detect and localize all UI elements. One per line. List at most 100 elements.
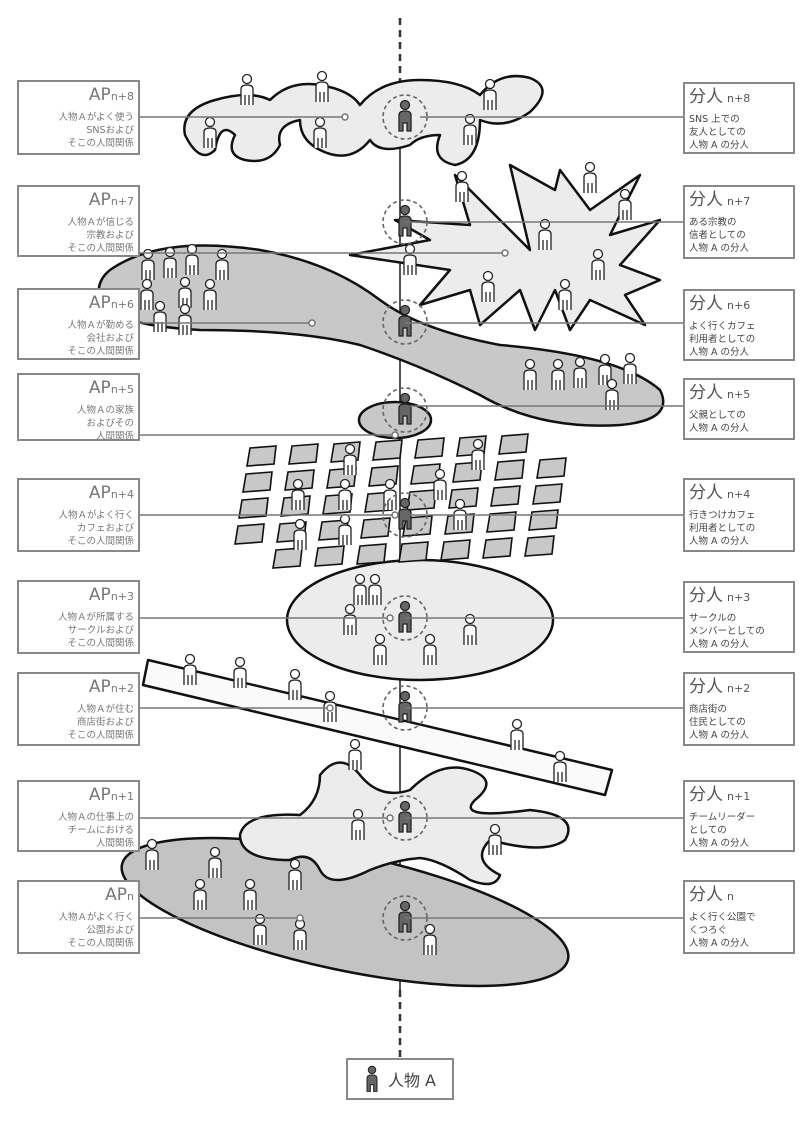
person-icon	[551, 358, 565, 391]
person-icon	[183, 653, 197, 686]
ap-title-sub: n+3	[110, 590, 134, 603]
person-icon	[163, 246, 177, 279]
ap-title-main: AP	[88, 378, 111, 398]
cafe-tile	[242, 471, 273, 493]
person-icon	[291, 478, 305, 511]
ap-title-main: AP	[88, 483, 111, 503]
person-icon	[313, 116, 327, 149]
bunjin-title-main: 分人	[689, 483, 723, 503]
bunjin-title-sub: n+8	[727, 92, 751, 105]
person-icon	[153, 300, 167, 333]
person-icon	[488, 823, 502, 856]
person-icon	[423, 633, 437, 666]
bunjin-description: 商店街の 住民としての 人物 A の分人	[689, 704, 750, 741]
person-icon	[368, 573, 382, 606]
person-a-icon	[398, 690, 412, 723]
cafe-tile	[494, 459, 525, 481]
person-icon	[471, 438, 485, 471]
ap-title: APn	[21, 884, 134, 908]
person-icon	[591, 248, 605, 281]
ap-title-sub: n+4	[110, 488, 134, 501]
ap-title-main: AP	[88, 785, 111, 805]
ap-title-sub: n+5	[110, 383, 134, 396]
person-icon	[208, 846, 222, 879]
layer-sns-shape	[183, 74, 544, 167]
cafe-tile	[356, 543, 387, 565]
bunjin-title-main: 分人	[689, 586, 723, 606]
person-icon	[348, 738, 362, 771]
person-icon	[433, 468, 447, 501]
person-icon	[185, 243, 199, 276]
cafe-tile	[372, 439, 403, 461]
person-a-root-box: 人物 A	[346, 1058, 454, 1100]
person-icon	[240, 73, 254, 106]
person-icon	[553, 750, 567, 783]
person-a-icon	[398, 204, 412, 237]
ap-title: APn+8	[21, 84, 134, 108]
ap-description: 人物Ａが勤める 会社および そこの人間関係	[67, 320, 134, 357]
person-icon	[338, 478, 352, 511]
bunjin-title-sub: n+6	[727, 299, 751, 312]
bunjin-description: チームリーダー としての 人物 A の分人	[689, 812, 756, 849]
bunjin-title-main: 分人	[689, 677, 723, 697]
ap-title: APn+3	[21, 584, 134, 608]
cafe-tile	[360, 517, 391, 539]
bunjin-description: ある宗教の 信者としての 人物 A の分人	[689, 217, 750, 254]
ap-title-main: AP	[88, 85, 111, 105]
connector-dot	[386, 814, 394, 822]
cafe-tile	[498, 433, 529, 455]
connector-dot	[308, 319, 316, 327]
bunjin-description: よく行く公園で くつろぐ 人物 A の分人	[689, 912, 756, 949]
ap-title-main: AP	[88, 585, 111, 605]
ap-title-sub: n+6	[110, 298, 134, 311]
layer-circle-shape	[285, 558, 555, 682]
connector-dot	[391, 431, 399, 439]
ap-title-sub: n+2	[110, 682, 134, 695]
person-icon	[403, 243, 417, 276]
person-icon	[233, 656, 247, 689]
ap-title-sub: n+8	[110, 90, 134, 103]
person-icon	[315, 70, 329, 103]
cafe-tile	[536, 457, 567, 479]
connector-dot	[391, 511, 399, 519]
connector-dot	[386, 614, 394, 622]
person-icon	[288, 668, 302, 701]
person-a-label: 人物 A	[387, 1071, 437, 1090]
connector-lines	[140, 113, 683, 922]
bunjin-title-sub: n+2	[727, 682, 751, 695]
person-icon	[140, 278, 154, 311]
person-icon	[293, 518, 307, 551]
ap-title: APn+5	[21, 377, 134, 401]
ap-box-family: APn+5 人物Ａの家族 およびその 人間関係	[17, 373, 140, 442]
layer-street-shape	[141, 658, 614, 797]
bunjin-title-sub: n+3	[727, 591, 751, 604]
person-icon	[338, 513, 352, 546]
cafe-tile	[532, 483, 563, 505]
bunjin-description: よく行くカフェ 利用者としての 人物 A の分人	[689, 321, 756, 358]
ap-description: 人物Ａの家族 およびその 人間関係	[76, 405, 134, 442]
bunjin-title: 分人 n+2	[689, 676, 789, 700]
person-icon	[538, 218, 552, 251]
bunjin-title: 分人 n+3	[689, 585, 789, 609]
cafe-tile	[486, 511, 517, 533]
person-icon	[203, 278, 217, 311]
person-icon	[423, 923, 437, 956]
bunjin-title-main: 分人	[689, 383, 723, 403]
ap-description: 人物Ａが信じる 宗教および そこの人間関係	[67, 217, 134, 254]
ap-description: 人物Ａが所属する サークルおよび そこの人間関係	[57, 612, 134, 649]
